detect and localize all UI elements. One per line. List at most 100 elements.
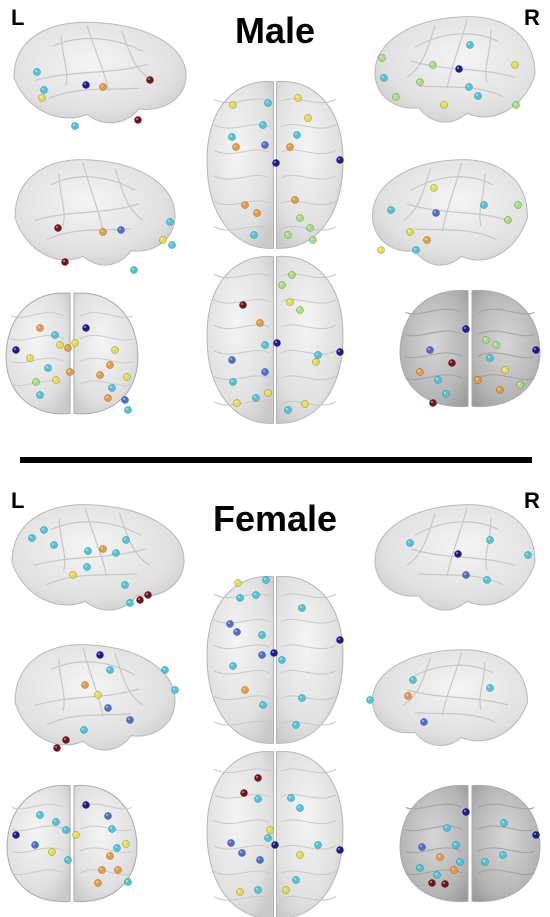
brain-node-blue	[426, 346, 434, 354]
brain-node-highlight	[230, 663, 234, 667]
brain-node-cyan	[466, 41, 474, 49]
brain-node-blue	[126, 716, 134, 724]
brain-node-yellow	[52, 376, 60, 384]
brain-node-highlight	[52, 332, 56, 336]
brain-node-highlight	[72, 123, 76, 127]
brain-node-highlight	[443, 391, 447, 395]
brain-node-yellow	[501, 366, 509, 374]
brain-node-highlight	[262, 369, 266, 373]
brain-node-highlight	[13, 832, 17, 836]
brain-node-highlight	[493, 342, 497, 346]
brain-node-blue	[227, 839, 235, 847]
brain-node-cyan	[298, 694, 306, 702]
brain-node-highlight	[463, 326, 467, 330]
brain-node-highlight	[13, 347, 17, 351]
brain-node-yellow	[123, 373, 131, 381]
brain-node-orange	[253, 209, 261, 217]
brain-node-highlight	[502, 367, 506, 371]
brain-node-yellow	[71, 339, 79, 347]
brain-node-highlight	[172, 687, 176, 691]
brain-node-cyan	[434, 376, 442, 384]
brain-node-cyan	[278, 656, 286, 664]
brain-node-highlight	[135, 117, 139, 121]
brain-node-blue	[104, 812, 112, 820]
brain-node-highlight	[265, 100, 269, 104]
male-posterior-brain	[399, 289, 541, 408]
brain-node-highlight	[263, 577, 267, 581]
brain-node-cyan	[28, 534, 36, 542]
brain-node-highlight	[259, 652, 263, 656]
brain-node-cyan	[433, 871, 441, 879]
brain-node-highlight	[505, 217, 509, 221]
brain-node-highlight	[131, 267, 135, 271]
brain-node-dark-red	[134, 116, 142, 124]
female-right-medial-brain	[371, 649, 529, 746]
brain-node-highlight	[95, 692, 99, 696]
brain-node-highlight	[421, 719, 425, 723]
brain-node-highlight	[289, 272, 293, 276]
brain-node-dark-red	[239, 301, 247, 309]
brain-node-orange	[241, 686, 249, 694]
brain-node-highlight	[39, 95, 43, 99]
brain-node-highlight	[297, 307, 301, 311]
brain-node-highlight	[49, 849, 53, 853]
brain-node-cyan	[126, 599, 134, 607]
brain-node-yellow	[377, 246, 385, 254]
brain-node-highlight	[33, 379, 37, 383]
brain-node-cyan	[481, 858, 489, 866]
brain-node-highlight	[262, 142, 266, 146]
brain-node-highlight	[253, 592, 257, 596]
brain-node-highlight	[279, 282, 283, 286]
brain-node-yellow	[266, 826, 274, 834]
brain-node-yellow	[72, 831, 80, 839]
brain-node-orange	[99, 83, 107, 91]
brain-node-highlight	[95, 880, 99, 884]
brain-node-navy	[12, 831, 20, 839]
brain-node-cyan	[380, 74, 388, 82]
brain-node-highlight	[475, 377, 479, 381]
brain-node-cyan	[442, 390, 450, 398]
brain-node-highlight	[72, 340, 76, 344]
brain-node-highlight	[100, 84, 104, 88]
brain-node-yellow	[56, 341, 64, 349]
brain-node-navy	[273, 339, 281, 347]
brain-node-highlight	[302, 401, 306, 405]
brain-node-highlight	[241, 790, 245, 794]
brain-node-highlight	[242, 687, 246, 691]
brain-node-orange	[94, 879, 102, 887]
brain-node-navy	[336, 348, 344, 356]
brain-node-blue	[233, 628, 241, 636]
brain-node-highlight	[430, 62, 434, 66]
brain-node-highlight	[434, 872, 438, 876]
male-superior-brain	[206, 80, 344, 249]
brain-node-cyan	[416, 864, 424, 872]
brain-node-highlight	[55, 225, 59, 229]
brain-node-navy	[532, 346, 540, 354]
male-frontal-brain	[5, 292, 139, 415]
brain-node-cyan	[121, 581, 129, 589]
brain-node-highlight	[53, 377, 57, 381]
brain-node-highlight	[433, 210, 437, 214]
brain-node-highlight	[45, 365, 49, 369]
brain-node-cyan	[80, 726, 88, 734]
brain-node-cyan	[287, 794, 295, 802]
brain-node-cyan	[293, 131, 301, 139]
brain-node-highlight	[227, 621, 231, 625]
brain-node-light-green	[309, 236, 317, 244]
brain-node-yellow	[48, 848, 56, 856]
brain-node-yellow	[229, 101, 237, 109]
brain-node-highlight	[253, 395, 257, 399]
brain-node-highlight	[37, 812, 41, 816]
brain-node-blue	[261, 141, 269, 149]
brain-node-light-green	[278, 281, 286, 289]
brain-node-highlight	[234, 629, 238, 633]
brain-node-blue	[226, 620, 234, 628]
brain-node-light-green	[378, 54, 386, 62]
brain-node-light-green	[306, 224, 314, 232]
brain-node-light-green	[482, 336, 490, 344]
brain-node-highlight	[533, 347, 537, 351]
brain-node-cyan	[483, 576, 491, 584]
brain-node-highlight	[83, 802, 87, 806]
brain-node-yellow	[26, 354, 34, 362]
brain-node-highlight	[379, 55, 383, 59]
